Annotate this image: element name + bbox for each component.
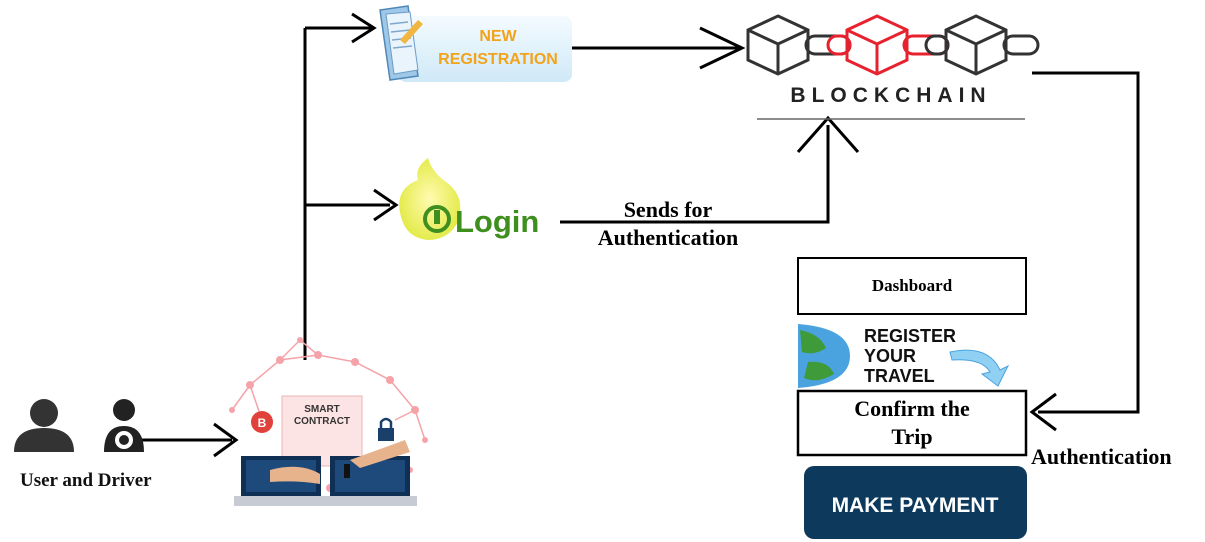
confirm-trip-line1: Confirm the <box>854 396 970 421</box>
laptop-right-icon <box>323 440 417 506</box>
registration-label-line1: NEW <box>479 28 517 45</box>
arrowhead-login <box>373 188 399 222</box>
register-travel-line2: YOUR <box>864 346 916 366</box>
blockchain-label: BLOCKCHAIN <box>790 84 991 107</box>
registration-banner <box>398 16 572 82</box>
arrowhead-contract <box>213 422 239 458</box>
lock-icon <box>378 417 394 441</box>
register-travel-node: REGISTER YOUR TRAVEL <box>798 324 1010 388</box>
registration-node: NEW REGISTRATION <box>379 5 572 82</box>
arrowhead-blockchain-left <box>699 26 746 70</box>
arrowhead-registration <box>351 12 377 44</box>
connectors <box>140 12 1140 458</box>
arrowhead-confirm <box>1029 392 1057 432</box>
user-icon <box>14 399 74 452</box>
make-payment-label: MAKE PAYMENT <box>832 494 999 517</box>
curved-arrow-icon <box>949 349 1010 387</box>
bitcoin-icon <box>251 411 273 433</box>
dashboard-label: Dashboard <box>872 276 953 295</box>
laptop-left-icon <box>234 456 328 506</box>
confirm-trip-box: Confirm the Trip <box>796 389 1028 457</box>
register-travel-line1: REGISTER <box>864 326 956 346</box>
driver-icon <box>104 399 144 452</box>
make-payment-button[interactable]: MAKE PAYMENT <box>804 466 1027 539</box>
login-flame-icon <box>399 158 461 240</box>
arrow-login-to-blockchain <box>560 125 830 224</box>
arrow-blockchain-to-confirm <box>1032 71 1140 414</box>
registration-label-line2: REGISTRATION <box>438 51 558 68</box>
sends-label-line1: Sends for <box>624 197 713 222</box>
authentication-label: Authentication <box>1031 444 1172 469</box>
chain-cube-right-icon <box>944 14 1008 76</box>
login-power-icon <box>423 205 451 233</box>
dashboard-box: Dashboard <box>797 257 1027 315</box>
chain-links <box>804 34 1040 56</box>
globe-icon <box>798 324 850 388</box>
login-node: Login <box>399 158 539 240</box>
users-label: User and Driver <box>20 470 152 491</box>
arrowhead-blockchain-bottom <box>796 115 860 153</box>
chain-cube-left-icon <box>746 14 810 76</box>
chain-cube-middle-icon <box>845 14 909 76</box>
contract-title-line1: SMART <box>304 404 340 415</box>
svg-text:B: B <box>258 416 267 430</box>
register-travel-line3: TRAVEL <box>864 366 935 386</box>
contract-title-line2: CONTRACT <box>294 416 350 427</box>
blockchain-node: BLOCKCHAIN <box>746 14 1040 120</box>
smart-contract-illustration: SMART CONTRACT B <box>229 337 428 506</box>
clipboard-icon <box>379 5 423 81</box>
sends-label-line2: Authentication <box>598 225 739 250</box>
login-label: Login <box>455 204 539 239</box>
confirm-trip-line2: Trip <box>891 424 932 449</box>
